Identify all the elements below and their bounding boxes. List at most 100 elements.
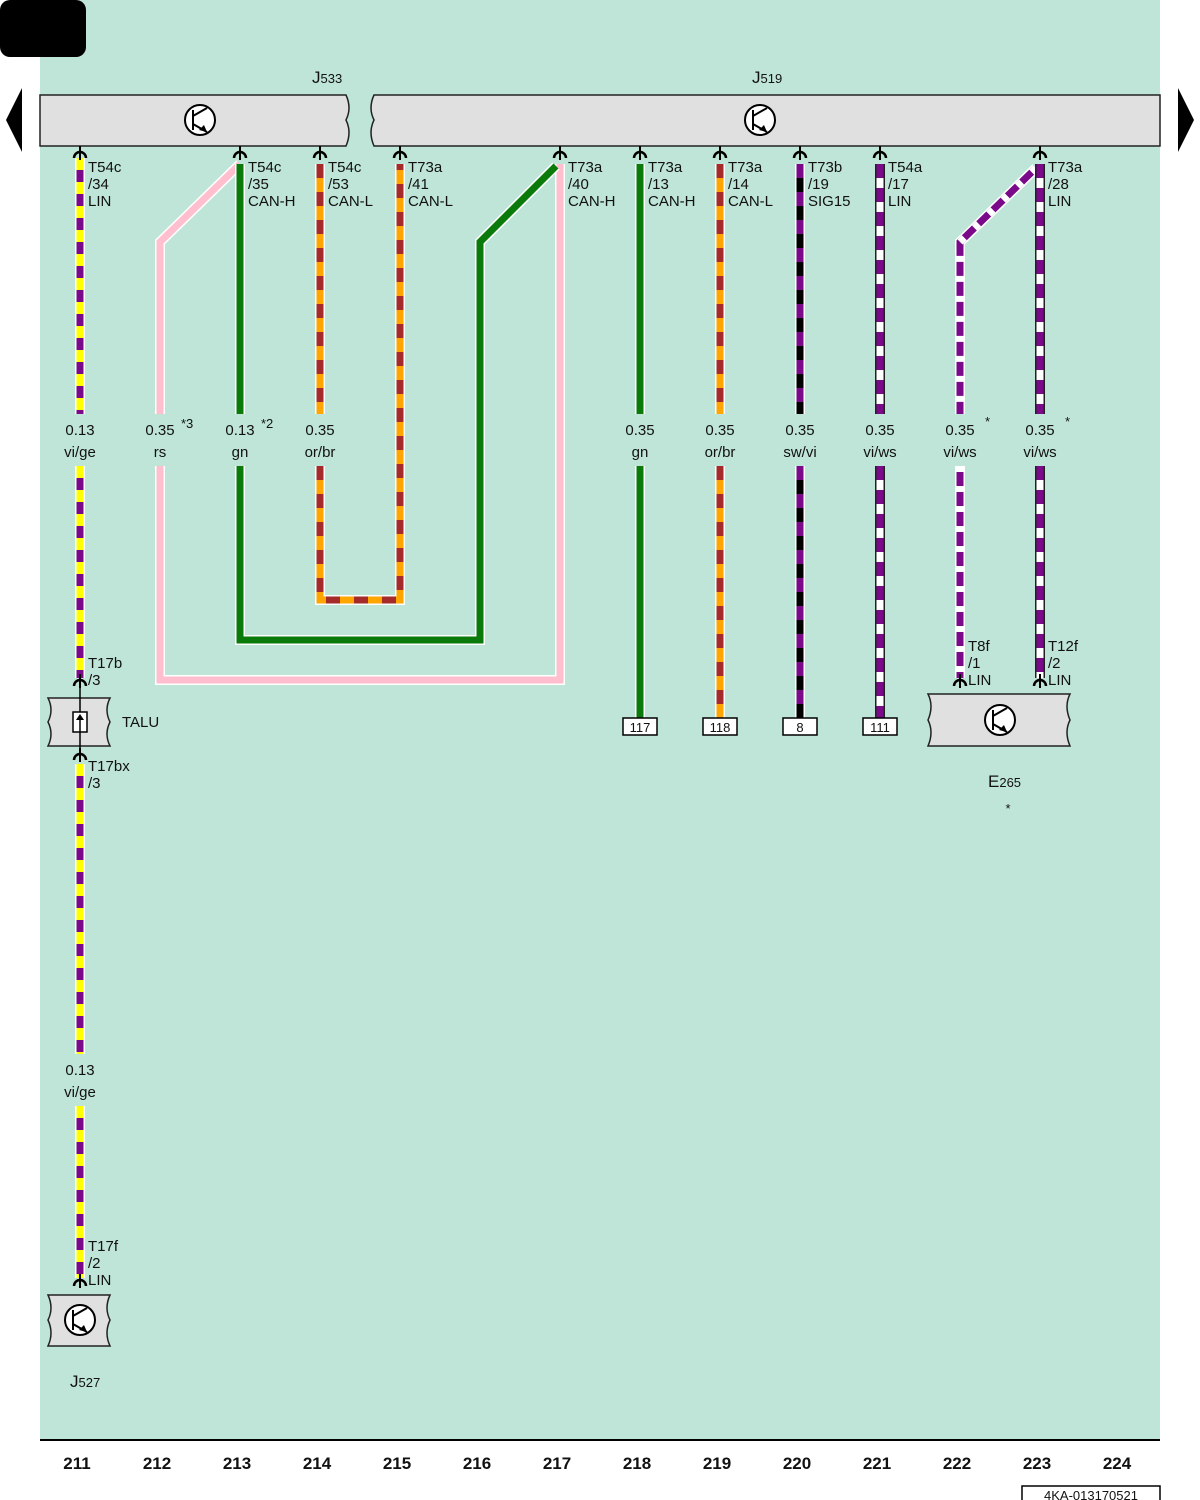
connector-pins-top [72,146,1048,160]
pin-label-221: T54a /17 LIN [888,159,923,210]
svg-text:gn: gn [632,444,649,461]
svg-text:LIN: LIN [88,193,111,210]
svg-text:vi/ge: vi/ge [64,1084,96,1101]
svg-text:/35: /35 [248,176,269,193]
column-number-213: 213 [223,1454,251,1473]
column-number-214: 214 [303,1454,332,1473]
module-j533-label: J533 [312,68,342,87]
ref-box-111[interactable]: 111 [862,717,898,736]
svg-text:CAN-L: CAN-L [728,193,773,210]
svg-text:SIG15: SIG15 [808,193,851,210]
svg-text:8: 8 [796,720,803,735]
svg-text:T73a: T73a [648,159,683,176]
svg-text:T12f: T12f [1048,638,1079,655]
next-page-arrow-icon[interactable] [1178,88,1194,152]
svg-text:T73a: T73a [728,159,763,176]
svg-text:111: 111 [870,720,890,735]
ref-box-8[interactable]: 8 [782,717,818,736]
svg-text:T73a: T73a [408,159,443,176]
connector-pins-lower [72,674,1048,1288]
svg-text:CAN-L: CAN-L [408,193,453,210]
connector-pin-lower-3 [952,674,968,688]
svg-text:CAN-H: CAN-H [648,193,696,210]
column-number-221: 221 [863,1454,891,1473]
pin-label-220: T73b /19 SIG15 [808,159,851,210]
svg-text:0.35: 0.35 [865,422,894,439]
svg-text:T73a: T73a [568,159,603,176]
svg-text:117: 117 [630,720,651,735]
svg-text:LIN: LIN [1048,193,1071,210]
wire-label-222: 0.35 vi/ws * [943,414,990,461]
svg-text:/41: /41 [408,176,429,193]
e265-transistor-icon [984,704,1016,736]
column-number-220: 220 [783,1454,811,1473]
pin-label-t12f: T12f /2 LIN [1048,638,1079,689]
talu-label: TALU [122,714,159,731]
wire-label-223: 0.35 vi/ws * [1023,414,1070,461]
j527-transistor-icon [64,1304,96,1336]
svg-text:*3: *3 [181,416,193,431]
svg-text:/28: /28 [1048,176,1069,193]
svg-text:T17bx: T17bx [88,758,130,775]
wire-label-221: 0.35 vi/ws [863,422,896,461]
connector-pin-lower-1 [72,748,88,762]
svg-text:0.35: 0.35 [625,422,654,439]
svg-text:gn: gn [232,444,249,461]
ref-box-118[interactable]: 118 [702,717,738,736]
svg-text:sw/vi: sw/vi [783,444,816,461]
svg-text:/2: /2 [1048,655,1061,672]
svg-text:/40: /40 [568,176,589,193]
svg-text:T54a: T54a [888,159,923,176]
svg-text:/2: /2 [88,1255,101,1272]
column-number-218: 218 [623,1454,651,1473]
wire-green-loop [235,162,560,645]
document-id: 4KA-013170521 [1044,1488,1138,1500]
connector-pin-lower-2 [72,1274,88,1288]
wire-label-220: 0.35 sw/vi [783,422,816,461]
connector-pin-top-7 [792,146,808,160]
svg-text:LIN: LIN [888,193,911,210]
svg-text:0.35: 0.35 [305,422,334,439]
connector-pin-top-9 [1032,146,1048,160]
column-number-215: 215 [383,1454,411,1473]
svg-text:CAN-H: CAN-H [568,193,616,210]
svg-text:0.35: 0.35 [705,422,734,439]
column-number-211: 211 [63,1454,90,1473]
pin-label-217: T73a /40 CAN-H [568,159,616,210]
svg-text:vi/ws: vi/ws [1023,444,1056,461]
svg-text:T73a: T73a [1048,159,1083,176]
pin-label-t17b: T17b /3 [88,655,122,689]
pin-label-211: T54c /34 LIN [88,159,122,210]
connector-pin-lower-4 [1032,674,1048,688]
j519-transistor-icon [744,104,776,136]
svg-text:LIN: LIN [968,672,991,689]
svg-text:LIN: LIN [1048,672,1071,689]
ref-box-117[interactable]: 117 [622,717,658,736]
module-e265-label: E265 [988,772,1021,791]
svg-text:T54c: T54c [248,159,282,176]
svg-text:LIN: LIN [88,1272,111,1289]
column-number-219: 219 [703,1454,731,1473]
wire-pink-loop [155,160,565,685]
svg-text:or/br: or/br [305,444,336,461]
svg-text:T17f: T17f [88,1238,119,1255]
svg-text:0.35: 0.35 [945,422,974,439]
pin-label-223: T73a /28 LIN [1048,159,1083,210]
connector-pin-top-0 [72,146,88,160]
wire-label-211-lower: 0.13 vi/ge [64,1062,96,1101]
svg-text:0.13: 0.13 [65,422,94,439]
column-number-216: 216 [463,1454,491,1473]
svg-text:/1: /1 [968,655,981,672]
svg-text:0.35: 0.35 [1025,422,1054,439]
connector-pin-top-8 [872,146,888,160]
connector-pin-top-1 [232,146,248,160]
svg-text:*: * [1065,414,1070,429]
svg-text:/14: /14 [728,176,749,193]
wire-label-219: 0.35 or/br [705,422,736,461]
pin-label-t17bx: T17bx /3 [88,758,130,792]
svg-text:T54c: T54c [88,159,122,176]
column-number-212: 212 [143,1454,171,1473]
previous-page-arrow-icon[interactable] [6,88,22,152]
wire-orange-loop [315,164,405,605]
